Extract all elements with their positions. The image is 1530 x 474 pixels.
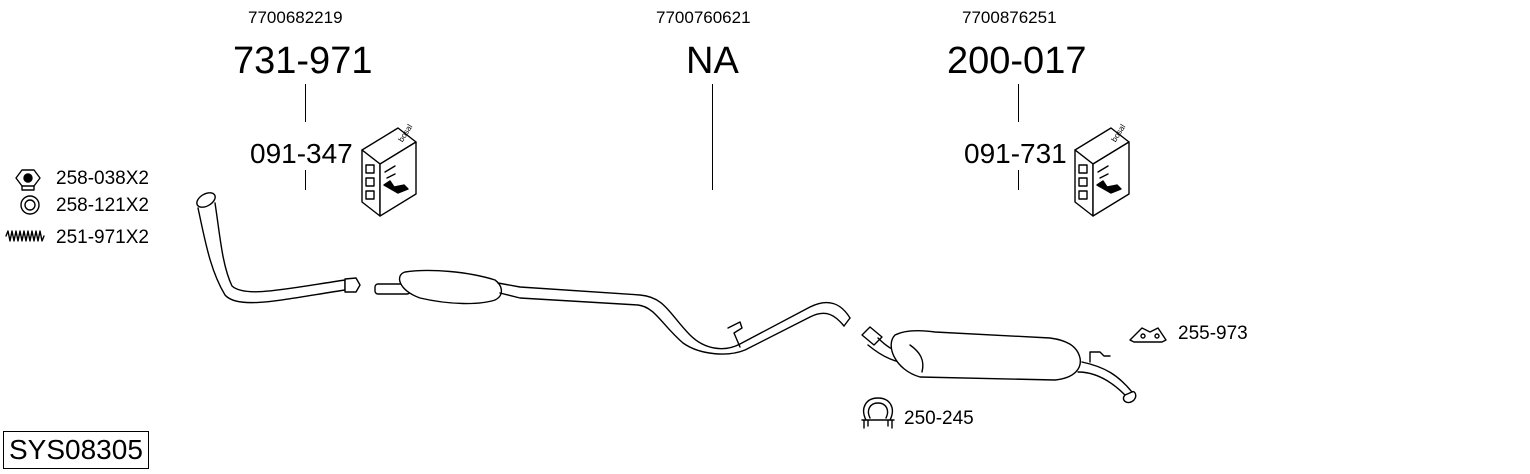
middle-pipe-icon — [374, 269, 851, 355]
leader-line-3b — [1018, 170, 1019, 190]
oem-number-3: 7700876251 — [962, 8, 1057, 27]
bosal-box-icon-1 — [361, 127, 417, 217]
accessory-label-spring[interactable]: 251-971X2 — [56, 227, 149, 248]
spring-icon — [5, 230, 45, 242]
rear-muffler-icon — [861, 326, 1137, 404]
hanger-label[interactable]: 255-973 — [1178, 323, 1248, 344]
sub-part-number-3[interactable]: 091-731 — [964, 138, 1067, 169]
part-number-1[interactable]: 731-971 — [233, 40, 373, 82]
accessory-label-nut[interactable]: 258-038X2 — [56, 168, 149, 189]
ring-gasket-icon — [20, 195, 40, 215]
leader-line-1a — [305, 84, 306, 122]
leader-line-2 — [712, 84, 713, 190]
sub-part-number-1[interactable]: 091-347 — [250, 138, 353, 169]
oem-number-2: 7700760621 — [656, 8, 751, 27]
system-code-badge: SYS08305 — [3, 431, 149, 469]
clamp-label[interactable]: 250-245 — [904, 408, 974, 429]
nut-icon — [15, 169, 41, 191]
oem-number-1: 7700682219 — [248, 8, 343, 27]
hanger-icon — [1129, 327, 1167, 343]
part-number-3[interactable]: 200-017 — [947, 40, 1087, 82]
leader-line-1b — [305, 170, 306, 190]
accessory-label-ring[interactable]: 258-121X2 — [56, 195, 149, 216]
bosal-box-icon-2 — [1074, 127, 1130, 217]
part-number-2[interactable]: NA — [686, 40, 739, 82]
leader-line-3a — [1018, 84, 1019, 122]
clamp-icon — [861, 397, 895, 429]
front-pipe-icon — [196, 192, 361, 304]
